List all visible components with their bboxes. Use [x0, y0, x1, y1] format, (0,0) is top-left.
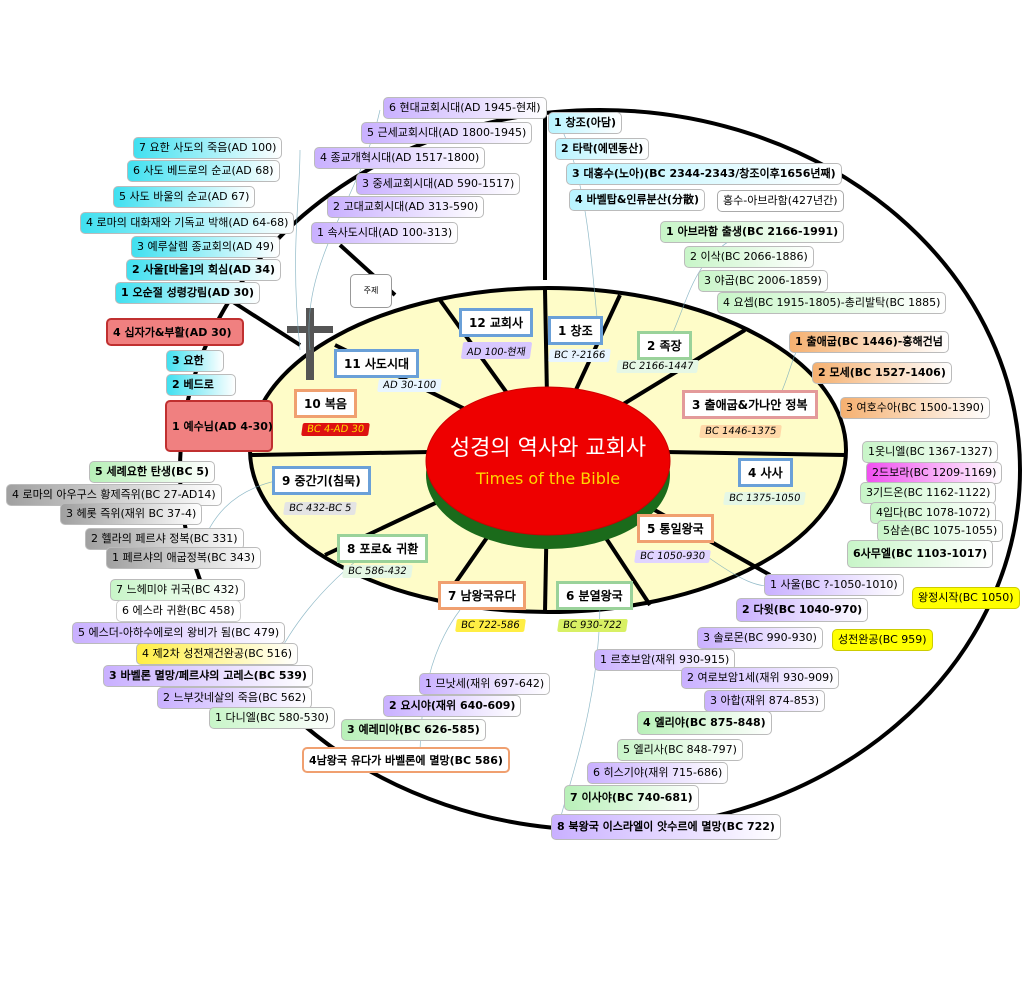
- center-title-en: Times of the Bible: [475, 469, 620, 488]
- sector-10-gospel[interactable]: 10 복음: [294, 389, 357, 418]
- sector-10-date: BC 4-AD 30: [301, 423, 370, 436]
- judah-item-2[interactable]: 2 요시야(재위 640-609): [383, 695, 522, 717]
- apostle-item-3[interactable]: 3 예루살렘 종교회의(AD 49): [131, 236, 281, 258]
- sector-5-date: BC 1050-930: [634, 550, 711, 563]
- apostle-item-6[interactable]: 6 사도 베드로의 순교(AD 68): [127, 160, 280, 182]
- church-item-2[interactable]: 2 고대교회시대(AD 313-590): [327, 196, 485, 218]
- exodus-item-1[interactable]: 1 출애굽(BC 1446)-홍해건넘: [789, 331, 949, 353]
- divided-item-3[interactable]: 3 아합(재위 874-853): [704, 690, 826, 712]
- divided-item-2[interactable]: 2 여로보암1세(재위 930-909): [681, 667, 840, 689]
- kingdom-monarchy-start[interactable]: 왕정시작(BC 1050): [912, 587, 1020, 609]
- church-item-6[interactable]: 6 현대교회시대(AD 1945-현재): [383, 97, 547, 119]
- judah-item-4[interactable]: 4남왕국 유다가 바벨론에 멸망(BC 586): [302, 747, 510, 773]
- judge-item-6[interactable]: 6사무엘(BC 1103-1017): [847, 540, 994, 568]
- church-item-5[interactable]: 5 근세교회시대(AD 1800-1945): [361, 122, 533, 144]
- sector-8-exile-return[interactable]: 8 포로& 귀환: [337, 534, 429, 563]
- exodus-item-3[interactable]: 3 여호수아(BC 1500-1390): [840, 397, 991, 419]
- gospel-peter[interactable]: 2 베드로: [166, 374, 236, 396]
- divided-item-5[interactable]: 5 엘리사(BC 848-797): [617, 739, 743, 761]
- inter-item-2[interactable]: 2 헬라의 페르샤 정복(BC 331): [85, 528, 244, 550]
- sector-11-date: AD 30-100: [377, 379, 443, 392]
- divided-item-8[interactable]: 8 북왕국 이스라엘이 앗수르에 멸망(BC 722): [551, 814, 781, 840]
- exile-item-5[interactable]: 5 에스더-아하수에로의 왕비가 됨(BC 479): [72, 622, 286, 644]
- apostle-item-1[interactable]: 1 오순절 성령강림(AD 30): [115, 282, 260, 304]
- church-item-3[interactable]: 3 중세교회시대(AD 590-1517): [356, 173, 521, 195]
- sector-12-church-history[interactable]: 12 교회사: [459, 308, 533, 337]
- gospel-cross[interactable]: 4 십자가&부활(AD 30): [106, 318, 244, 346]
- sector-9-intertestament[interactable]: 9 중간기(침묵): [272, 466, 371, 495]
- sector-4-judges[interactable]: 4 사사: [738, 458, 793, 487]
- sector-5-united-kingdom[interactable]: 5 통일왕국: [637, 514, 714, 543]
- inter-item-1[interactable]: 1 페르샤의 애굽정복(BC 343): [106, 547, 262, 569]
- exile-item-3[interactable]: 3 바벨론 멸망/페르샤의 고레스(BC 539): [103, 665, 313, 687]
- exile-item-4[interactable]: 4 제2차 성전재건완공(BC 516): [136, 643, 299, 665]
- church-item-1[interactable]: 1 속사도시대(AD 100-313): [311, 222, 459, 244]
- center-disc: [425, 386, 671, 536]
- divided-item-1[interactable]: 1 르호보암(재위 930-915): [594, 649, 736, 671]
- kingdom-item-1[interactable]: 1 사울(BC ?-1050-1010): [764, 574, 904, 596]
- sector-3-exodus[interactable]: 3 출애굽&가나안 정복: [682, 390, 818, 419]
- kingdom-item-3[interactable]: 3 솔로몬(BC 990-930): [697, 627, 823, 649]
- creation-item-1[interactable]: 1 창조(아담): [548, 112, 623, 134]
- apostle-item-4[interactable]: 4 로마의 대화재와 기독교 박해(AD 64-68): [80, 212, 295, 234]
- center-title-ko: 성경의 역사와 교회사: [450, 436, 646, 461]
- sector-11-apostolic[interactable]: 11 사도시대: [334, 349, 420, 378]
- gospel-john[interactable]: 3 요한: [166, 350, 224, 372]
- sector-7-date: BC 722-586: [455, 619, 526, 632]
- exile-item-7[interactable]: 7 느헤미야 귀국(BC 432): [110, 579, 245, 601]
- kingdom-item-2[interactable]: 2 다윗(BC 1040-970): [736, 598, 869, 622]
- apostle-item-5[interactable]: 5 사도 바울의 순교(AD 67): [113, 186, 256, 208]
- sector-2-date: BC 2166-1447: [616, 360, 700, 373]
- creation-flood-abraham[interactable]: 홍수-아브라함(427년간): [717, 190, 844, 212]
- sector-1-date: BC ?-2166: [548, 349, 612, 362]
- patriarch-item-3[interactable]: 3 야곱(BC 2006-1859): [698, 270, 828, 292]
- sector-1-creation[interactable]: 1 창조: [548, 316, 603, 345]
- divided-item-7[interactable]: 7 이사야(BC 740-681): [564, 785, 699, 811]
- gospel-jesus[interactable]: 1 예수님(AD 4-30): [165, 400, 273, 452]
- creation-item-3[interactable]: 3 대홍수(노아)(BC 2344-2343/창조이후1656년째): [566, 163, 842, 185]
- patriarch-item-1[interactable]: 1 아브라함 출생(BC 2166-1991): [660, 221, 845, 243]
- judge-item-3[interactable]: 3기드온(BC 1162-1122): [860, 482, 997, 504]
- judah-item-1[interactable]: 1 므낫세(재위 697-642): [419, 673, 551, 695]
- church-item-4[interactable]: 4 종교개혁시대(AD 1517-1800): [314, 147, 486, 169]
- sector-8-date: BC 586-432: [342, 565, 413, 578]
- sector-7-southern-judah[interactable]: 7 남왕국유다: [438, 581, 526, 610]
- kingdom-temple-done[interactable]: 성전완공(BC 959): [832, 629, 933, 651]
- cross-icon: [287, 308, 333, 380]
- inter-item-3[interactable]: 3 헤롯 즉위(재위 BC 37-4): [60, 503, 203, 525]
- exile-item-2[interactable]: 2 느부갓네살의 죽음(BC 562): [157, 687, 313, 709]
- patriarch-item-4[interactable]: 4 요셉(BC 1915-1805)-총리발탁(BC 1885): [717, 292, 947, 314]
- judge-item-2[interactable]: 2드보라(BC 1209-1169): [866, 462, 1003, 484]
- exodus-item-2[interactable]: 2 모세(BC 1527-1406): [812, 362, 952, 384]
- judge-item-1[interactable]: 1옷니엘(BC 1367-1327): [862, 441, 999, 463]
- sector-2-patriarchs[interactable]: 2 족장: [637, 331, 692, 360]
- sector-6-divided-kingdom[interactable]: 6 분열왕국: [556, 581, 633, 610]
- sector-12-date: AD 100-현재: [460, 342, 533, 359]
- exile-item-6[interactable]: 6 에스라 귀환(BC 458): [116, 600, 241, 622]
- sector-9-date: BC 432-BC 5: [283, 502, 358, 515]
- sector-6-date: BC 930-722: [557, 619, 628, 632]
- creation-item-2[interactable]: 2 타락(에덴동산): [555, 138, 650, 160]
- judge-item-5[interactable]: 5삼손(BC 1075-1055): [877, 520, 1004, 542]
- apostle-item-7[interactable]: 7 요한 사도의 죽음(AD 100): [133, 137, 283, 159]
- inter-item-5[interactable]: 5 세례요한 탄생(BC 5): [89, 461, 216, 483]
- sector-4-date: BC 1375-1050: [723, 492, 807, 505]
- creation-item-4[interactable]: 4 바벨탑&인류분산(分散): [569, 189, 705, 211]
- divided-item-6[interactable]: 6 히스기야(재위 715-686): [587, 762, 729, 784]
- topic-note: 주제: [350, 274, 392, 308]
- patriarch-item-2[interactable]: 2 이삭(BC 2066-1886): [684, 246, 814, 268]
- exile-item-1[interactable]: 1 다니엘(BC 580-530): [209, 707, 335, 729]
- judah-item-3[interactable]: 3 예레미야(BC 626-585): [341, 719, 486, 741]
- divided-item-4[interactable]: 4 엘리야(BC 875-848): [637, 711, 772, 735]
- sector-3-date: BC 1446-1375: [699, 425, 783, 438]
- inter-item-4[interactable]: 4 로마의 아우구스 황제즉위(BC 27-AD14): [6, 484, 222, 506]
- apostle-item-2[interactable]: 2 사울[바울]의 회심(AD 34): [126, 259, 282, 281]
